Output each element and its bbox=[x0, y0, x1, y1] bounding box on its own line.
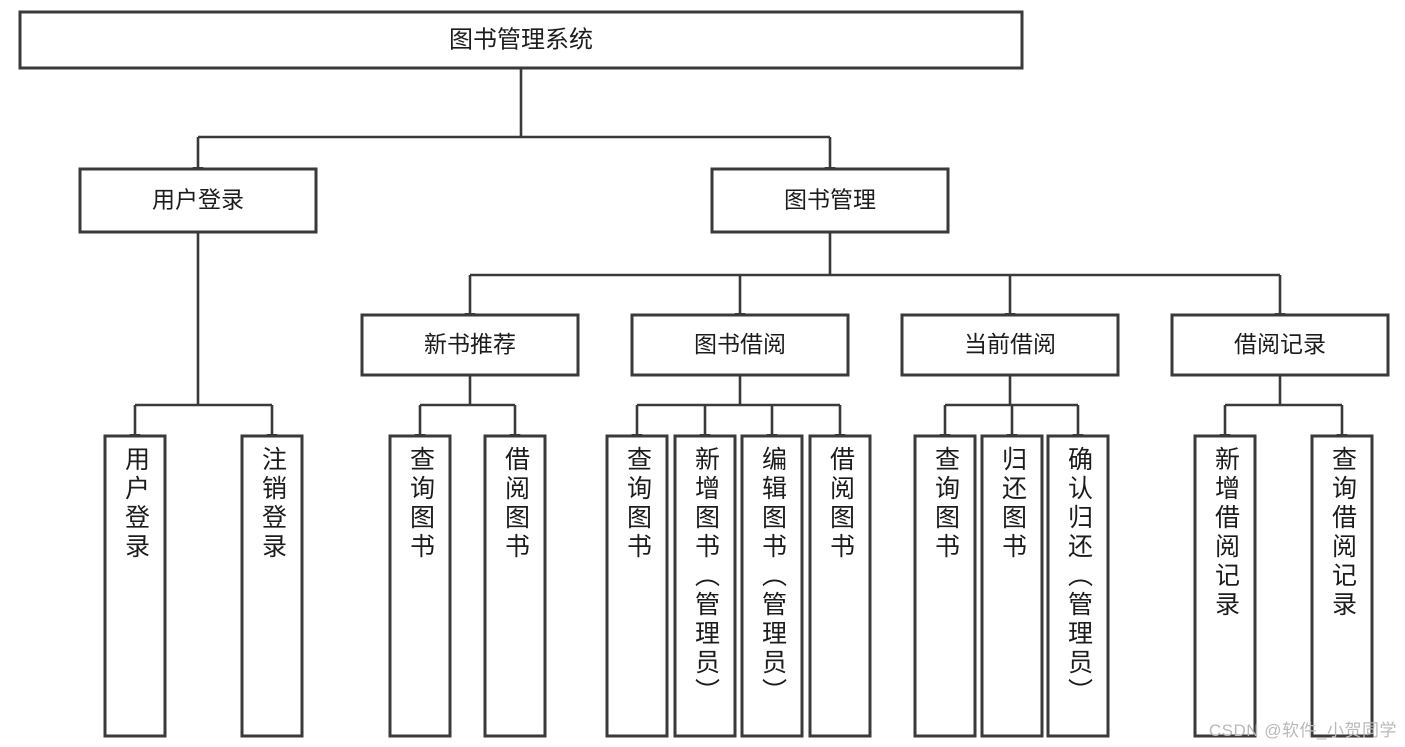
node-box-leaf-add-record[interactable] bbox=[1193, 434, 1257, 738]
node-box-leaf-user-logout[interactable] bbox=[240, 434, 304, 738]
node-box-leaf-edit-book[interactable] bbox=[740, 434, 804, 738]
node-box-root[interactable] bbox=[18, 10, 1024, 70]
node-box-new-book-rec[interactable] bbox=[360, 313, 580, 377]
node-label-book-manage: 图书管理 bbox=[784, 187, 876, 213]
node-label-book-borrow: 图书借阅 bbox=[694, 331, 786, 357]
node-label-user-login: 用户登录 bbox=[152, 187, 244, 213]
node-box-leaf-return-book[interactable] bbox=[980, 434, 1044, 738]
node-box-leaf-query-book-1[interactable] bbox=[388, 434, 452, 738]
connector-lines bbox=[129, 68, 1348, 443]
node-box-leaf-borrow-book-2[interactable] bbox=[808, 434, 872, 738]
node-box-leaf-add-book[interactable] bbox=[673, 434, 737, 738]
node-label-current-borrow: 当前借阅 bbox=[964, 331, 1056, 357]
node-box-leaf-query-book-3[interactable] bbox=[913, 434, 977, 738]
node-box-book-manage[interactable] bbox=[710, 167, 950, 234]
node-box-book-borrow[interactable] bbox=[630, 313, 850, 377]
node-label-root: 图书管理系统 bbox=[449, 26, 593, 53]
node-box-current-borrow[interactable] bbox=[900, 313, 1120, 377]
watermark-text: CSDN @软件_小贺同学 bbox=[1208, 721, 1397, 740]
node-box-leaf-user-login[interactable] bbox=[103, 434, 167, 738]
node-box-borrow-record[interactable] bbox=[1170, 313, 1390, 377]
node-label-borrow-record: 借阅记录 bbox=[1234, 331, 1326, 357]
node-box-leaf-borrow-book-1[interactable] bbox=[483, 434, 547, 738]
node-box-leaf-query-book-2[interactable] bbox=[605, 434, 669, 738]
node-box-leaf-query-record[interactable] bbox=[1310, 434, 1374, 738]
node-box-leaf-confirm-return[interactable] bbox=[1046, 434, 1110, 738]
node-box-user-login[interactable] bbox=[78, 167, 318, 234]
node-label-new-book-rec: 新书推荐 bbox=[424, 331, 516, 357]
